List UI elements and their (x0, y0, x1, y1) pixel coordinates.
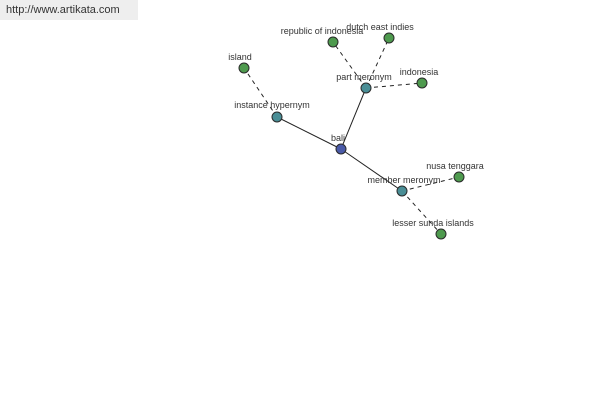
nodes-layer (238, 32, 465, 240)
label-dutch-east-indies: dutch east indies (346, 22, 414, 32)
edge-member-meronym-to-lesser-sunda-islands (401, 190, 442, 235)
edges-layer (243, 37, 460, 235)
label-nusa-tenggara: nusa tenggara (426, 161, 484, 171)
label-lesser-sunda-islands: lesser sunda islands (392, 218, 474, 228)
edge-bali-to-part-meronym (340, 87, 367, 150)
node-island[interactable] (238, 62, 250, 74)
node-dutch-east-indies[interactable] (383, 32, 395, 44)
node-instance-hypernym[interactable] (271, 111, 283, 123)
node-nusa-tenggara[interactable] (453, 171, 465, 183)
edge-part-meronym-to-republic-of-indonesia (332, 41, 367, 89)
source-url-banner[interactable]: http://www.artikata.com (0, 0, 138, 20)
edge-member-meronym-to-nusa-tenggara (401, 176, 460, 192)
node-indonesia[interactable] (416, 77, 428, 89)
labels-layer: bali instance hypernym part meronym member … (228, 22, 484, 228)
edge-part-meronym-to-indonesia (365, 82, 423, 89)
node-bali[interactable] (335, 143, 347, 155)
node-lesser-sunda-islands[interactable] (435, 228, 447, 240)
label-republic-of-indonesia: republic of indonesia (281, 26, 364, 36)
edge-part-meronym-to-dutch-east-indies (365, 37, 390, 89)
label-instance-hypernym: instance hypernym (234, 100, 310, 110)
label-member-meronym: member meronym (367, 175, 440, 185)
label-indonesia: indonesia (400, 67, 439, 77)
label-bali: bali (331, 133, 345, 143)
node-republic-of-indonesia[interactable] (327, 36, 339, 48)
label-island: island (228, 52, 252, 62)
edge-bali-to-member-meronym (340, 148, 403, 192)
node-member-meronym[interactable] (396, 185, 408, 197)
node-part-meronym[interactable] (360, 82, 372, 94)
label-part-meronym: part meronym (336, 72, 392, 82)
edge-instance-hypernym-to-island (243, 67, 278, 118)
edge-bali-to-instance-hypernym (276, 116, 342, 150)
